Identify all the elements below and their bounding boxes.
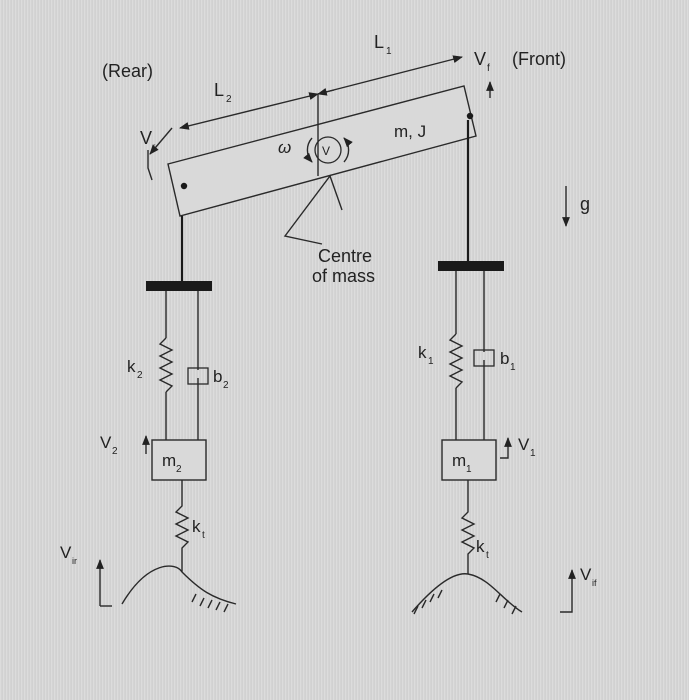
b2-label: b xyxy=(213,367,222,386)
m2-label: m xyxy=(162,451,176,470)
b1-label: b xyxy=(500,349,509,368)
rear-unsprung-mass-m2 xyxy=(151,439,207,481)
vif-arrow xyxy=(560,569,576,613)
k1-label: k xyxy=(418,343,427,362)
rear-spring-k2 xyxy=(158,337,174,393)
vr-top-sub: r xyxy=(152,142,156,153)
mass-body-label: m, J xyxy=(394,122,426,141)
v2-label: V xyxy=(100,433,112,452)
rear-road-hatch xyxy=(191,593,229,613)
vir-sub: ir xyxy=(72,556,77,566)
dimension-l1-line xyxy=(317,55,463,95)
k2-label: k xyxy=(127,357,136,376)
vr-top-arrow xyxy=(147,150,153,181)
vr-top-arrow-head xyxy=(149,127,173,155)
vir-label: V xyxy=(60,543,72,562)
vr-top-label: V xyxy=(140,128,152,148)
front-attach-point xyxy=(466,112,474,120)
v1-arrow xyxy=(500,437,512,459)
front-label: (Front) xyxy=(512,49,566,69)
rear-top-plate xyxy=(146,281,212,291)
omega-rotation-arrow-left xyxy=(303,137,313,163)
front-road-hatch xyxy=(413,589,517,615)
m1-sub: 1 xyxy=(466,464,472,475)
front-top-plate xyxy=(438,261,504,271)
m1-label: m xyxy=(452,451,466,470)
kt-front-sub: t xyxy=(486,550,489,561)
centre-of-mass-symbol xyxy=(314,136,342,164)
vf-top-label: V xyxy=(474,49,486,69)
omega-label: ω xyxy=(278,138,291,157)
v1-label: V xyxy=(518,435,530,454)
m2-sub: 2 xyxy=(176,464,182,475)
vf-top-sub: f xyxy=(487,63,490,74)
v1-sub: 1 xyxy=(530,448,536,459)
front-road-profile xyxy=(411,573,523,613)
rear-label: (Rear) xyxy=(102,61,153,81)
kt-rear-label: k xyxy=(192,517,201,536)
vif-sub: if xyxy=(592,578,597,588)
v2-sub: 2 xyxy=(112,446,118,457)
centre-of-mass-leader xyxy=(283,174,343,245)
gravity-label: g xyxy=(580,194,590,214)
front-tire-spring-kt xyxy=(460,480,476,574)
kt-rear-sub: t xyxy=(202,530,205,541)
rear-attach-point xyxy=(180,182,188,190)
k2-sub: 2 xyxy=(137,370,143,381)
k1-sub: 1 xyxy=(428,356,434,367)
l2-sub: 2 xyxy=(226,94,232,105)
front-spring-k1 xyxy=(448,333,464,389)
l1-sub: 1 xyxy=(386,46,392,57)
kt-front-label: k xyxy=(476,537,485,556)
omega-rotation-arrow-right xyxy=(343,137,353,163)
centre-of-mass-label-2: of mass xyxy=(312,266,375,286)
b2-sub: 2 xyxy=(223,380,229,391)
v-center-label: V xyxy=(322,144,330,158)
b1-sub: 1 xyxy=(510,362,516,373)
dimension-l1-tick xyxy=(317,88,335,96)
rear-tire-spring-kt xyxy=(174,480,190,572)
centre-of-mass-label-1: Centre xyxy=(318,246,372,266)
l2-label: L xyxy=(214,80,224,100)
dimension-l2-line xyxy=(179,92,319,130)
front-unsprung-mass-m1 xyxy=(441,439,497,481)
vif-label: V xyxy=(580,565,592,584)
rear-road-profile xyxy=(121,565,237,605)
l1-label: L xyxy=(374,32,384,52)
